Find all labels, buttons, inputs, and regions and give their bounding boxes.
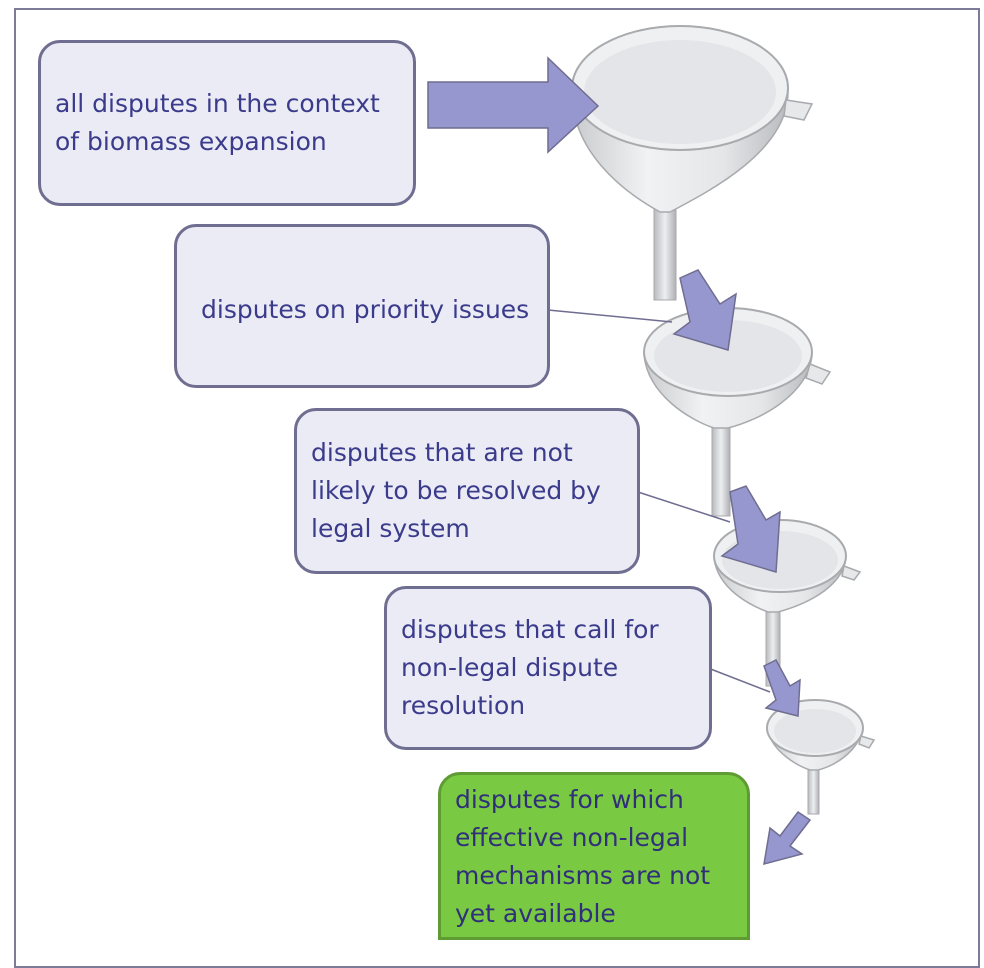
- funnel-2: [643, 307, 832, 517]
- stage-label-5: disputes for which effective non-legal m…: [455, 785, 711, 928]
- stage-box-3: disputes that are not likely to be resol…: [294, 408, 640, 574]
- stage-label-3: disputes that are not likely to be resol…: [311, 438, 601, 543]
- connector-line-3: [637, 491, 731, 523]
- stage-label-1: all disputes in the context of biomass e…: [55, 89, 380, 156]
- arrow-1: [427, 56, 600, 154]
- funnel-4: [766, 699, 876, 815]
- connector-line-2: [547, 309, 673, 323]
- arrow-4: [763, 659, 801, 717]
- funnel-1: [571, 25, 814, 301]
- stage-box-1: all disputes in the context of biomass e…: [38, 40, 416, 206]
- stage-box-5: disputes for which effective non-legal m…: [438, 772, 750, 940]
- stage-label-2: disputes on priority issues: [201, 295, 530, 324]
- arrow-5: [763, 810, 812, 866]
- stage-box-2: disputes on priority issues: [174, 224, 550, 388]
- arrow-3: [720, 485, 781, 573]
- arrow-2: [672, 269, 737, 351]
- stage-label-4: disputes that call for non-legal dispute…: [401, 615, 659, 720]
- funnel-diagram: [427, 25, 876, 866]
- stage-box-4: disputes that call for non-legal dispute…: [384, 586, 712, 750]
- connector-line-4: [707, 667, 771, 693]
